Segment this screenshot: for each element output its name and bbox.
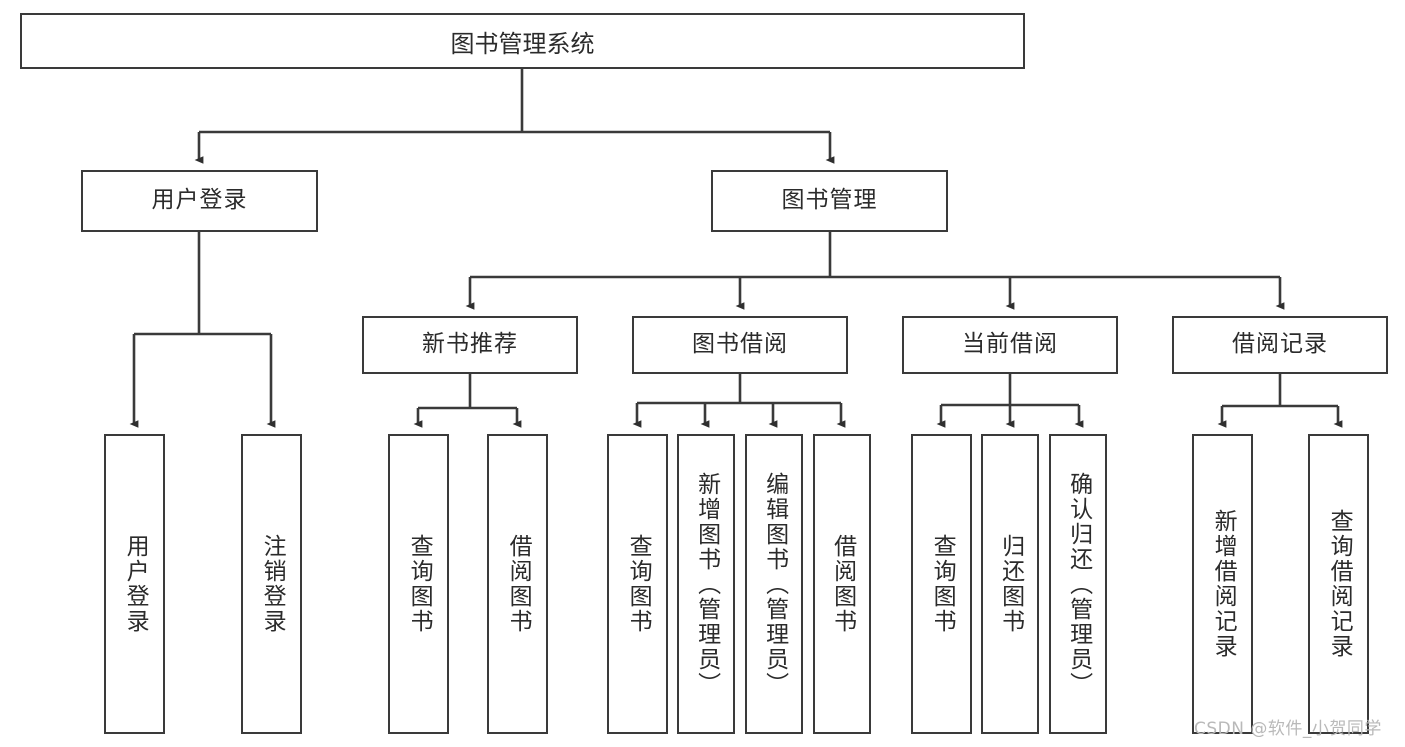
leaf-logout[interactable]: 注销登录 xyxy=(241,434,302,734)
leaf-query-borrow-record[interactable]: 查询借阅记录 xyxy=(1308,434,1369,734)
leaf-label: 查询图书 xyxy=(406,534,433,634)
leaf-query-book-recommend[interactable]: 查询图书 xyxy=(388,434,449,734)
leaf-label: 查询图书 xyxy=(929,534,956,634)
leaf-label: 借阅图书 xyxy=(505,534,532,634)
leaf-query-book-borrow[interactable]: 查询图书 xyxy=(607,434,668,734)
node-label: 当前借阅 xyxy=(962,331,1058,358)
leaf-label: 确认归还（管理员） xyxy=(1065,471,1092,697)
leaf-label: 借阅图书 xyxy=(829,534,856,634)
leaf-label: 注销登录 xyxy=(259,534,286,634)
leaf-label: 编辑图书（管理员） xyxy=(761,471,788,697)
leaf-borrow-book-recommend[interactable]: 借阅图书 xyxy=(487,434,548,734)
node-root-system[interactable]: 图书管理系统 xyxy=(20,13,1025,69)
leaf-add-borrow-record[interactable]: 新增借阅记录 xyxy=(1192,434,1253,734)
node-new-book-recommend[interactable]: 新书推荐 xyxy=(362,316,578,374)
leaf-label: 查询图书 xyxy=(625,534,652,634)
node-user-login[interactable]: 用户登录 xyxy=(81,170,318,232)
node-current-borrow[interactable]: 当前借阅 xyxy=(902,316,1118,374)
leaf-add-book-admin[interactable]: 新增图书（管理员） xyxy=(677,434,735,734)
leaf-borrow-book[interactable]: 借阅图书 xyxy=(813,434,871,734)
leaf-label: 归还图书 xyxy=(997,534,1024,634)
node-label: 新书推荐 xyxy=(422,331,518,358)
leaf-confirm-return-admin[interactable]: 确认归还（管理员） xyxy=(1049,434,1107,734)
leaf-return-book[interactable]: 归还图书 xyxy=(981,434,1039,734)
node-label: 图书管理 xyxy=(781,187,878,214)
leaf-label: 用户登录 xyxy=(122,534,149,634)
leaf-query-book-current[interactable]: 查询图书 xyxy=(911,434,972,734)
node-label: 图书管理系统 xyxy=(450,29,595,58)
leaf-label: 查询借阅记录 xyxy=(1326,509,1353,659)
node-label: 用户登录 xyxy=(151,187,248,214)
leaf-edit-book-admin[interactable]: 编辑图书（管理员） xyxy=(745,434,803,734)
leaf-label: 新增借阅记录 xyxy=(1210,509,1237,659)
node-book-borrow[interactable]: 图书借阅 xyxy=(632,316,848,374)
node-label: 图书借阅 xyxy=(692,331,788,358)
node-book-management[interactable]: 图书管理 xyxy=(711,170,948,232)
node-label: 借阅记录 xyxy=(1232,331,1328,358)
leaf-user-login[interactable]: 用户登录 xyxy=(104,434,165,734)
leaf-label: 新增图书（管理员） xyxy=(693,471,720,697)
csdn-watermark: CSDN @软件_小贺同学 xyxy=(1194,719,1382,739)
node-borrow-record[interactable]: 借阅记录 xyxy=(1172,316,1388,374)
